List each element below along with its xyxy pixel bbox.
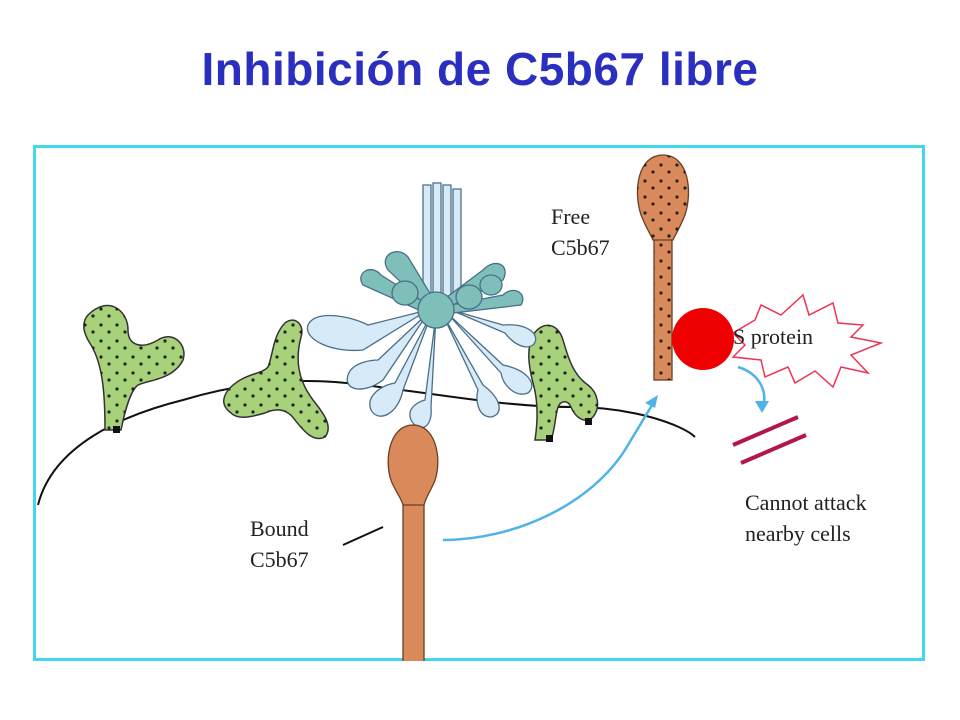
slide-title: Inhibición de C5b67 libre [201, 43, 759, 95]
transfer-arrow [442, 399, 657, 542]
membrane-protein-2 [223, 319, 329, 440]
result-label-line2: nearby cells [745, 521, 851, 547]
attack-complex [306, 182, 537, 429]
diagram-frame: Free C5b67 Bound C5b67 S protein Cannot … [33, 145, 925, 661]
result-label-line1: Cannot attack [745, 490, 867, 515]
bound-label-leader [342, 526, 384, 546]
bound-label-line1: Bound [250, 516, 309, 541]
free-c5b67-label: Free C5b67 [551, 201, 610, 263]
frame-border [33, 145, 925, 661]
inhibition-arrowhead [755, 401, 769, 413]
membrane-anchor [546, 435, 553, 442]
membrane-anchor [585, 418, 592, 425]
bound-c5b67-label: Bound C5b67 [250, 513, 309, 575]
membrane-protein-3 [528, 324, 599, 441]
s-protein-dot [672, 308, 734, 370]
s-protein-burst [731, 293, 884, 389]
bound-c5b67 [387, 424, 439, 661]
result-label: Cannot attack nearby cells [745, 487, 867, 549]
bound-label-line2: C5b67 [250, 547, 309, 573]
diagram-illustration [33, 145, 925, 661]
free-label-line2: C5b67 [551, 235, 610, 261]
membrane-protein-1 [83, 304, 185, 431]
free-c5b67 [636, 154, 690, 381]
free-label-line1: Free [551, 204, 591, 229]
block-mark [740, 433, 807, 465]
s-protein-label: S protein [733, 324, 814, 349]
membrane-anchor [113, 426, 120, 433]
block-mark [732, 415, 799, 447]
transfer-arrowhead [645, 395, 658, 408]
